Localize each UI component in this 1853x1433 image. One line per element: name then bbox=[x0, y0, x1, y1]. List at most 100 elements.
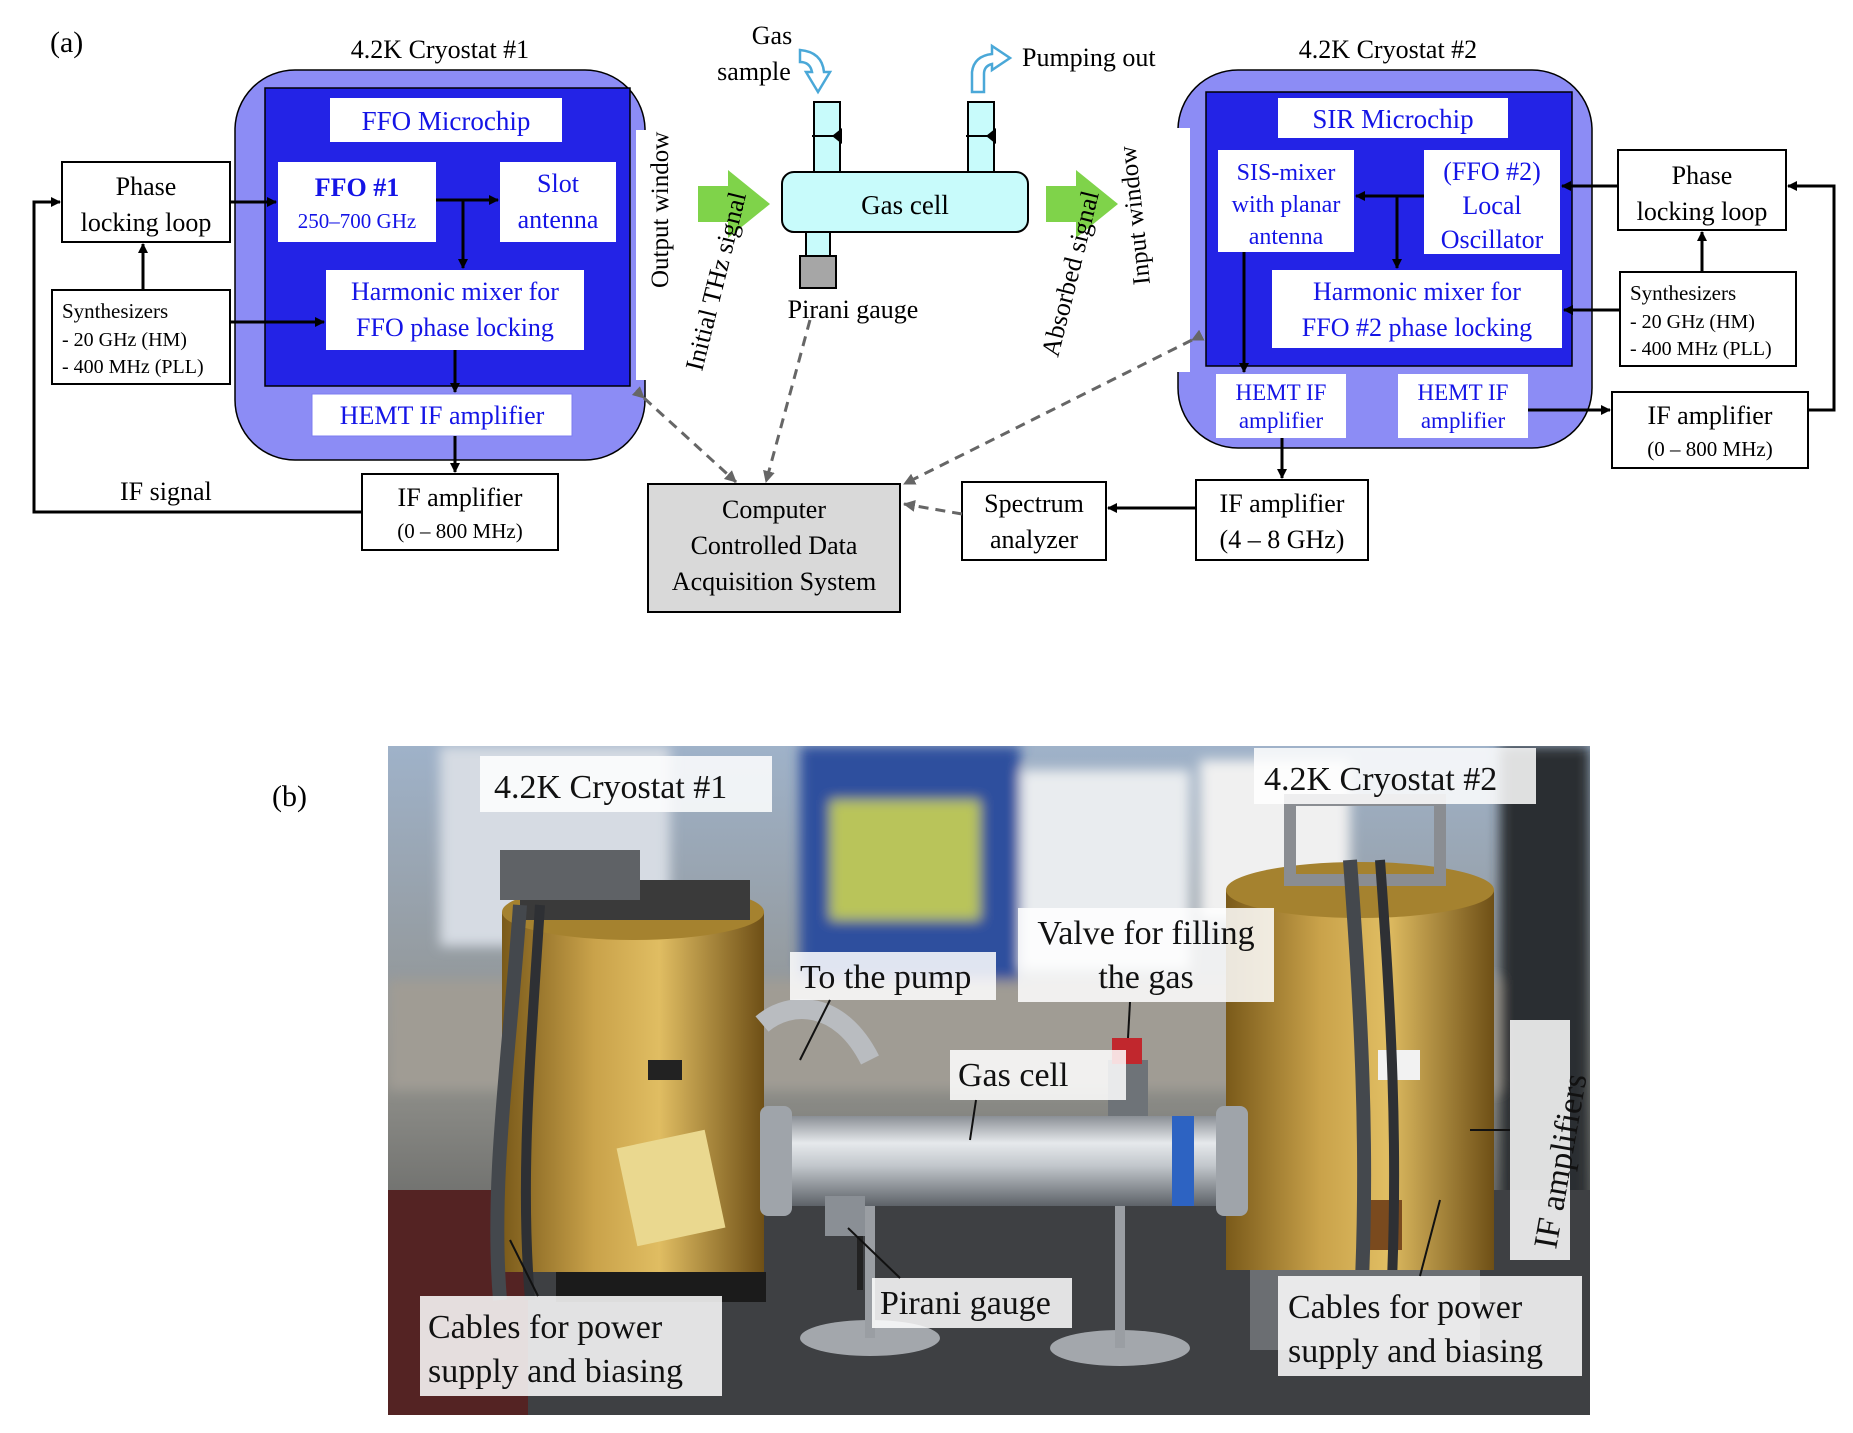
sis-mixer-box bbox=[1218, 150, 1354, 252]
label-bg-valve bbox=[1018, 908, 1274, 1002]
left-synth-l2: - 20 GHz (HM) bbox=[62, 329, 187, 351]
leader-cables-right bbox=[1419, 1199, 1441, 1277]
left-synth-l1: Synthesizers bbox=[62, 299, 168, 323]
hemt1-box bbox=[311, 393, 573, 437]
panel-b: (b) bbox=[272, 746, 1590, 1415]
pirani-label: Pirani gauge bbox=[788, 295, 919, 324]
initial-signal-arrow bbox=[698, 170, 770, 238]
sis-mixer-l2: with planar bbox=[1232, 192, 1341, 218]
dashed-pirani-to-daq bbox=[763, 319, 812, 483]
photo-label-cables-right-l2: supply and biasing bbox=[1288, 1333, 1543, 1370]
pirani-gauge-icon bbox=[799, 255, 837, 289]
daq-l1: Computer bbox=[722, 495, 826, 524]
harmonic-mixer1-l1: Harmonic mixer for bbox=[351, 277, 559, 306]
input-window-label: Input window bbox=[1115, 145, 1156, 287]
input-window bbox=[1176, 128, 1190, 372]
ffo1-name: FFO #1 bbox=[315, 173, 400, 202]
right-synth-l2: - 20 GHz (HM) bbox=[1630, 311, 1755, 333]
cable-bundle-left-2 bbox=[520, 904, 545, 1301]
pumping-out-arrow-icon bbox=[970, 43, 1013, 94]
photo-label-cryostat2: 4.2K Cryostat #2 bbox=[1264, 761, 1497, 798]
dashed-daq-cryostat1 bbox=[631, 386, 738, 484]
mid-if-amp-l1: IF amplifier bbox=[1220, 489, 1345, 518]
left-if-amp-l2: (0 – 800 MHz) bbox=[397, 519, 522, 543]
gas-sample-l1: Gas bbox=[752, 21, 792, 50]
dashed-spectrum-to-daq bbox=[903, 499, 963, 516]
label-bg-pump bbox=[790, 952, 996, 1000]
spectrum-l2: analyzer bbox=[990, 525, 1078, 554]
cryostat2-title: 4.2K Cryostat #2 bbox=[1299, 35, 1477, 64]
right-synth-box bbox=[1619, 271, 1797, 367]
cable-bundle-right-2 bbox=[1375, 859, 1400, 1321]
cryostat1-box-top bbox=[500, 850, 640, 900]
mid-if-amp-box bbox=[1195, 479, 1369, 561]
label-bg-cables-right bbox=[1278, 1276, 1582, 1376]
hemt1-label: HEMT IF amplifier bbox=[340, 401, 545, 430]
spectrum-l1: Spectrum bbox=[984, 489, 1084, 518]
gas-cell-flange-left bbox=[760, 1106, 792, 1216]
sis-mixer-l1: SIS-mixer bbox=[1237, 160, 1336, 186]
harmonic-mixer1-l2: FFO phase locking bbox=[356, 313, 554, 342]
sis-mixer-l3: antenna bbox=[1249, 224, 1324, 250]
if-signal-label: IF signal bbox=[120, 477, 212, 506]
daq-box bbox=[647, 483, 901, 613]
slot-antenna-box bbox=[500, 162, 616, 242]
ffo1-box bbox=[278, 162, 436, 242]
right-pll-l1: Phase bbox=[1672, 161, 1733, 190]
blue-tape bbox=[1172, 1116, 1194, 1206]
photo-label-cryostat1: 4.2K Cryostat #1 bbox=[494, 769, 727, 806]
pirani-body bbox=[825, 1196, 865, 1236]
pirani-neck bbox=[805, 231, 831, 257]
hemt2a-l1: HEMT IF bbox=[1236, 380, 1327, 405]
gas-cell-label: Gas cell bbox=[861, 190, 949, 220]
leader-gascell bbox=[969, 1099, 977, 1141]
pump-hose bbox=[755, 999, 879, 1065]
local-oscillator-l3: Oscillator bbox=[1441, 225, 1544, 254]
right-if-amp-l2: (0 – 800 MHz) bbox=[1647, 437, 1772, 461]
spectrum-analyzer-box bbox=[961, 481, 1107, 561]
right-if-amp-box bbox=[1611, 391, 1809, 469]
leader-valve bbox=[1127, 1001, 1131, 1039]
right-pll-box bbox=[1617, 149, 1787, 231]
absorbed-signal-arrow bbox=[1046, 170, 1118, 238]
photo-label-cables-left-l2: supply and biasing bbox=[428, 1353, 683, 1390]
pumping-out-label: Pumping out bbox=[1022, 43, 1156, 72]
label-bg-gascell bbox=[950, 1050, 1126, 1100]
gas-sample-arrow-icon bbox=[798, 48, 833, 95]
slot-antenna-l2: antenna bbox=[518, 205, 599, 234]
cryostat1-title: 4.2K Cryostat #1 bbox=[351, 35, 529, 64]
pump-outlet-valve-icon bbox=[986, 128, 996, 144]
right-if-amp-l1: IF amplifier bbox=[1648, 401, 1773, 430]
harmonic-mixer2-l2: FFO #2 phase locking bbox=[1302, 313, 1532, 342]
daq-l3: Acquisition System bbox=[672, 567, 876, 596]
photo-label-valve-l2: the gas bbox=[1098, 959, 1193, 996]
slot-antenna-l1: Slot bbox=[537, 169, 580, 198]
window-port bbox=[648, 1060, 682, 1080]
leader-cables-left bbox=[509, 1239, 539, 1297]
photo-label-gascell: Gas cell bbox=[958, 1057, 1068, 1094]
panel-b-label: (b) bbox=[272, 780, 307, 813]
hemt2b-l2: amplifier bbox=[1421, 408, 1506, 433]
output-window-label: Output window bbox=[647, 132, 674, 288]
right-synth-l1: Synthesizers bbox=[1630, 281, 1736, 305]
gas-cell-box bbox=[781, 171, 1029, 233]
left-pll-l1: Phase bbox=[116, 172, 177, 201]
hemt2a-l2: amplifier bbox=[1239, 408, 1324, 433]
left-pll-l2: locking loop bbox=[81, 208, 212, 237]
ffo1-range: 250–700 GHz bbox=[298, 209, 416, 233]
label-bg-pirani bbox=[872, 1278, 1072, 1328]
lab-photo: 4.2K Cryostat #1 4.2K Cryostat #2 To the… bbox=[388, 746, 1590, 1415]
gas-cell-tube bbox=[770, 1116, 1240, 1206]
leader-pump bbox=[799, 999, 831, 1061]
harmonic-mixer2-l1: Harmonic mixer for bbox=[1313, 277, 1521, 306]
cryostat2-sticker bbox=[1378, 1050, 1420, 1080]
right-synth-l3: - 400 MHz (PLL) bbox=[1630, 338, 1772, 360]
panel-a-label: (a) bbox=[50, 26, 83, 59]
local-oscillator-l1: (FFO #2) bbox=[1443, 157, 1541, 186]
sir-microchip-title: SIR Microchip bbox=[1312, 104, 1473, 134]
left-synth-l3: - 400 MHz (PLL) bbox=[62, 356, 204, 378]
cryostat2-photo bbox=[1226, 794, 1494, 1350]
left-if-amp-l1: IF amplifier bbox=[398, 483, 523, 512]
leader-pirani bbox=[847, 1227, 901, 1279]
